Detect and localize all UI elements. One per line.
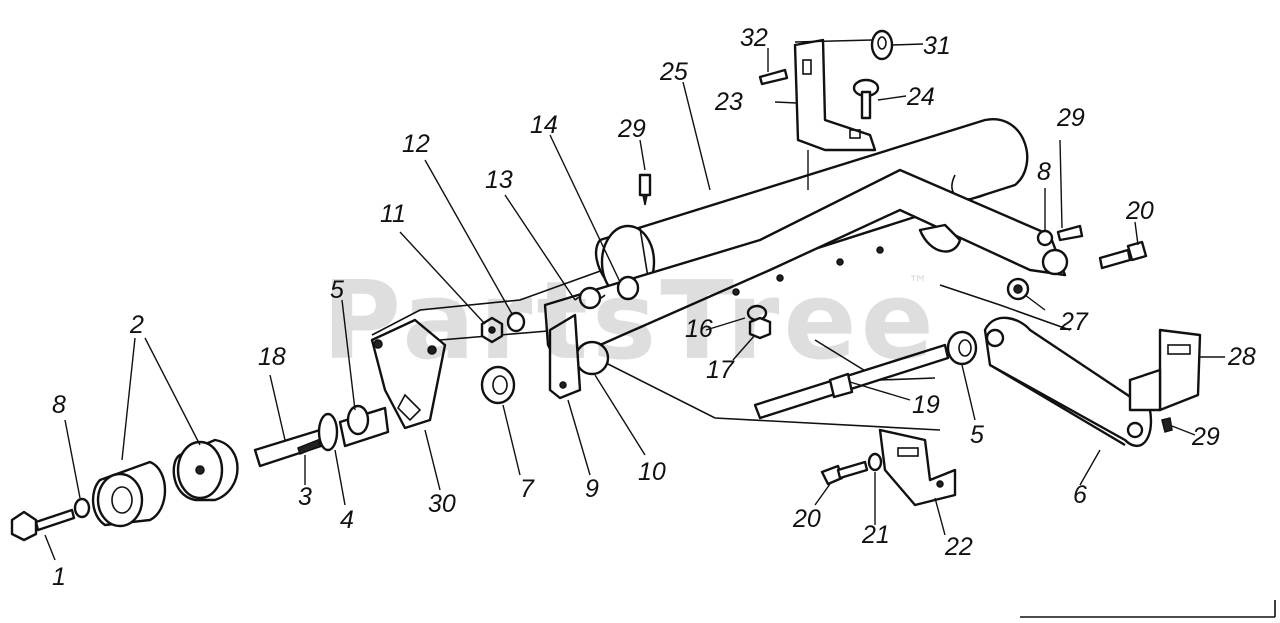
part-23-bracket [793, 38, 877, 190]
part-20-bolt-bottom [820, 460, 869, 486]
callout-25: 25 [659, 58, 688, 86]
part-28-bracket [1128, 328, 1202, 412]
callout-18: 18 [258, 343, 286, 371]
callout-1: 1 [52, 563, 66, 591]
part-3-pin [297, 439, 321, 455]
part-1-bolt [10, 508, 76, 542]
part-8-left-washer [73, 497, 91, 519]
callout-27: 27 [1059, 308, 1089, 336]
callout-28: 28 [1227, 343, 1256, 371]
part-2-knob-left [91, 460, 167, 528]
callout-10: 10 [638, 458, 666, 486]
part-29-screw-top [638, 173, 652, 206]
callout-14: 14 [530, 111, 558, 139]
callout-30: 30 [428, 490, 456, 518]
watermark-trademark: ™ [908, 271, 928, 295]
callout-20-bottom: 20 [792, 505, 821, 533]
callout-29-top: 29 [617, 115, 646, 143]
part-14-nut [616, 275, 640, 301]
callout-22: 22 [944, 533, 973, 561]
part-12-washer [506, 311, 526, 333]
part-21-washer [867, 452, 883, 472]
part-22-bracket [878, 428, 957, 507]
part-6-lower-bar [983, 316, 1153, 447]
callout-23: 23 [714, 88, 743, 116]
part-31-clip [870, 29, 894, 61]
callout-5-left: 5 [330, 276, 344, 304]
part-32-screw [758, 68, 789, 86]
part-29-screw-bottom [1161, 417, 1173, 433]
callout-11: 11 [380, 200, 406, 228]
part-19-shaft [753, 343, 950, 420]
part-4-washer [317, 412, 339, 452]
callout-29-bottom: 29 [1191, 423, 1220, 451]
part-17-nut [748, 316, 772, 340]
callout-9: 9 [585, 475, 599, 503]
callout-2: 2 [129, 311, 144, 339]
callout-19: 19 [912, 391, 940, 419]
callout-8-right: 8 [1037, 158, 1051, 186]
part-5-right-bushing [946, 330, 978, 366]
callout-13: 13 [485, 166, 513, 194]
part-20-bolt-top [1098, 240, 1148, 270]
callout-3: 3 [298, 483, 312, 511]
callout-24: 24 [906, 83, 935, 111]
part-2-knob-right [172, 438, 239, 502]
watermark-text: PartsTree [322, 259, 938, 384]
part-27-spacer [1006, 277, 1030, 301]
callout-12: 12 [402, 130, 430, 158]
callout-20-top: 20 [1125, 197, 1154, 225]
part-24-bolt [852, 78, 880, 120]
part-7-bushing [480, 365, 516, 405]
callout-21: 21 [861, 521, 890, 549]
part-5-left-bushing [338, 404, 390, 448]
callout-7: 7 [520, 475, 535, 503]
callout-6: 6 [1073, 481, 1087, 509]
callout-32: 32 [740, 24, 768, 52]
part-29-screw-right [1056, 224, 1084, 242]
part-11-nut [480, 316, 504, 344]
part-8-right-washer [1036, 229, 1054, 247]
part-9-bracket [548, 313, 582, 400]
frame-corner-marks [1020, 600, 1276, 618]
callout-17: 17 [706, 356, 735, 384]
callout-8-left: 8 [52, 391, 66, 419]
callout-5-right: 5 [970, 421, 984, 449]
callout-31: 31 [923, 32, 951, 60]
callout-16: 16 [685, 315, 713, 343]
part-13-spring [574, 286, 606, 310]
callout-labels: 1 2 3 4 5 5 6 7 8 8 9 10 11 12 13 14 16 … [52, 24, 1256, 591]
callout-29-right: 29 [1056, 104, 1085, 132]
partstree-watermark: PartsTree ™ [322, 259, 938, 384]
part-30-plate [370, 318, 447, 430]
callout-leader-lines [44, 39, 1225, 561]
callout-4: 4 [340, 506, 354, 534]
